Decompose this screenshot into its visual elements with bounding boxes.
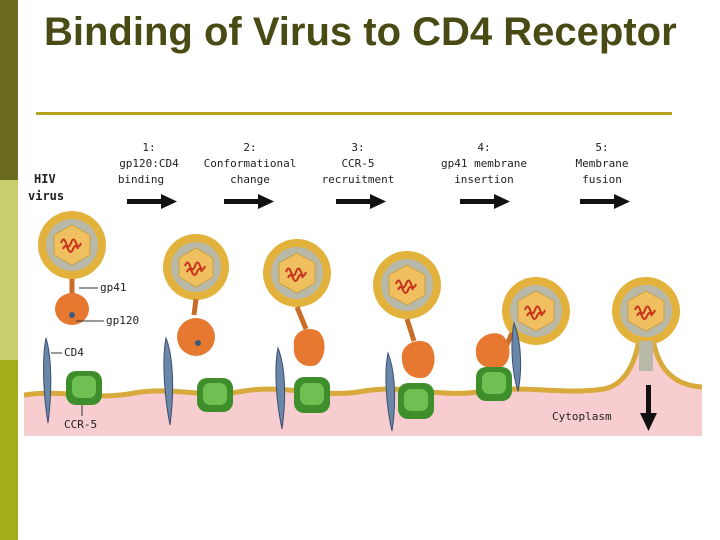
arrow-step-1 <box>127 194 177 209</box>
svg-text:recruitment: recruitment <box>322 173 395 186</box>
virus-stage-4 <box>475 277 570 369</box>
cd4-receptor-1 <box>163 336 174 426</box>
ccr5-coreceptor-2 <box>294 377 330 413</box>
svg-text:CCR-5: CCR-5 <box>64 418 97 431</box>
label-cytoplasm: Cytoplasm <box>552 410 612 423</box>
step-header-3: 3: CCR-5 recruitment <box>322 141 395 186</box>
cd4-receptor-0 <box>43 337 52 424</box>
virus-stage-2 <box>263 239 331 367</box>
cd4-receptor-3 <box>385 351 396 432</box>
svg-text:5:: 5: <box>595 141 608 154</box>
step-header-5: 5: Membrane fusion <box>576 141 629 186</box>
accent-bar-bottom <box>0 360 18 540</box>
svg-text:2:: 2: <box>243 141 256 154</box>
step-arrows <box>127 194 630 209</box>
title-underline <box>36 112 672 115</box>
arrow-step-2 <box>224 194 274 209</box>
arrow-step-5 <box>580 194 630 209</box>
slide-title: Binding of Virus to CD4 Receptor <box>44 10 677 54</box>
ccr5-coreceptor-1 <box>197 378 233 412</box>
virus-stage-3 <box>373 251 441 379</box>
step-header-1: 1: gp120:CD4 binding <box>118 141 179 186</box>
svg-text:Membrane: Membrane <box>576 157 629 170</box>
label-gp41: gp41 <box>79 281 127 294</box>
svg-text:gp120:CD4: gp120:CD4 <box>119 157 179 170</box>
cytoplasm-area <box>24 333 702 436</box>
cytoplasm-arrow <box>640 385 657 431</box>
cd4-receptor-4 <box>511 321 522 393</box>
label-ccr5: CCR-5 <box>64 405 97 431</box>
cd4-receptor-2 <box>275 346 286 430</box>
svg-text:3:: 3: <box>351 141 364 154</box>
svg-text:CD4: CD4 <box>64 346 84 359</box>
svg-text:4:: 4: <box>477 141 490 154</box>
svg-text:gp41 membrane: gp41 membrane <box>441 157 527 170</box>
cell-membrane <box>24 332 702 399</box>
virus-stage-1 <box>163 234 229 356</box>
ccr5-coreceptor-0 <box>66 371 102 405</box>
svg-text:gp41: gp41 <box>100 281 127 294</box>
virus-stage-5 <box>612 277 680 371</box>
svg-text:binding: binding <box>118 173 164 186</box>
arrow-step-3 <box>336 194 386 209</box>
svg-text:gp120: gp120 <box>106 314 139 327</box>
step-header-2: 2: Conformational change <box>204 141 297 186</box>
hiv-binding-diagram: 1: gp120:CD4 binding 2: Conformational c… <box>24 141 702 436</box>
svg-text:change: change <box>230 173 270 186</box>
accent-bar-top <box>0 0 18 180</box>
svg-text:CCR-5: CCR-5 <box>341 157 374 170</box>
label-cd4: CD4 <box>51 346 84 359</box>
virus-stage-0 <box>38 211 106 325</box>
svg-text:insertion: insertion <box>454 173 514 186</box>
svg-text:fusion: fusion <box>582 173 622 186</box>
hiv-virus-label: HIV virus <box>28 172 64 203</box>
arrow-step-4 <box>460 194 510 209</box>
svg-text:HIV: HIV <box>34 172 56 186</box>
ccr5-coreceptor-4 <box>476 367 512 401</box>
svg-text:1:: 1: <box>142 141 155 154</box>
label-gp120: gp120 <box>76 314 139 327</box>
svg-text:Conformational: Conformational <box>204 157 297 170</box>
ccr5-coreceptor-3 <box>398 383 434 419</box>
accent-bar-middle <box>0 180 18 360</box>
step-header-4: 4: gp41 membrane insertion <box>441 141 527 186</box>
svg-text:Cytoplasm: Cytoplasm <box>552 410 612 423</box>
svg-text:virus: virus <box>28 189 64 203</box>
